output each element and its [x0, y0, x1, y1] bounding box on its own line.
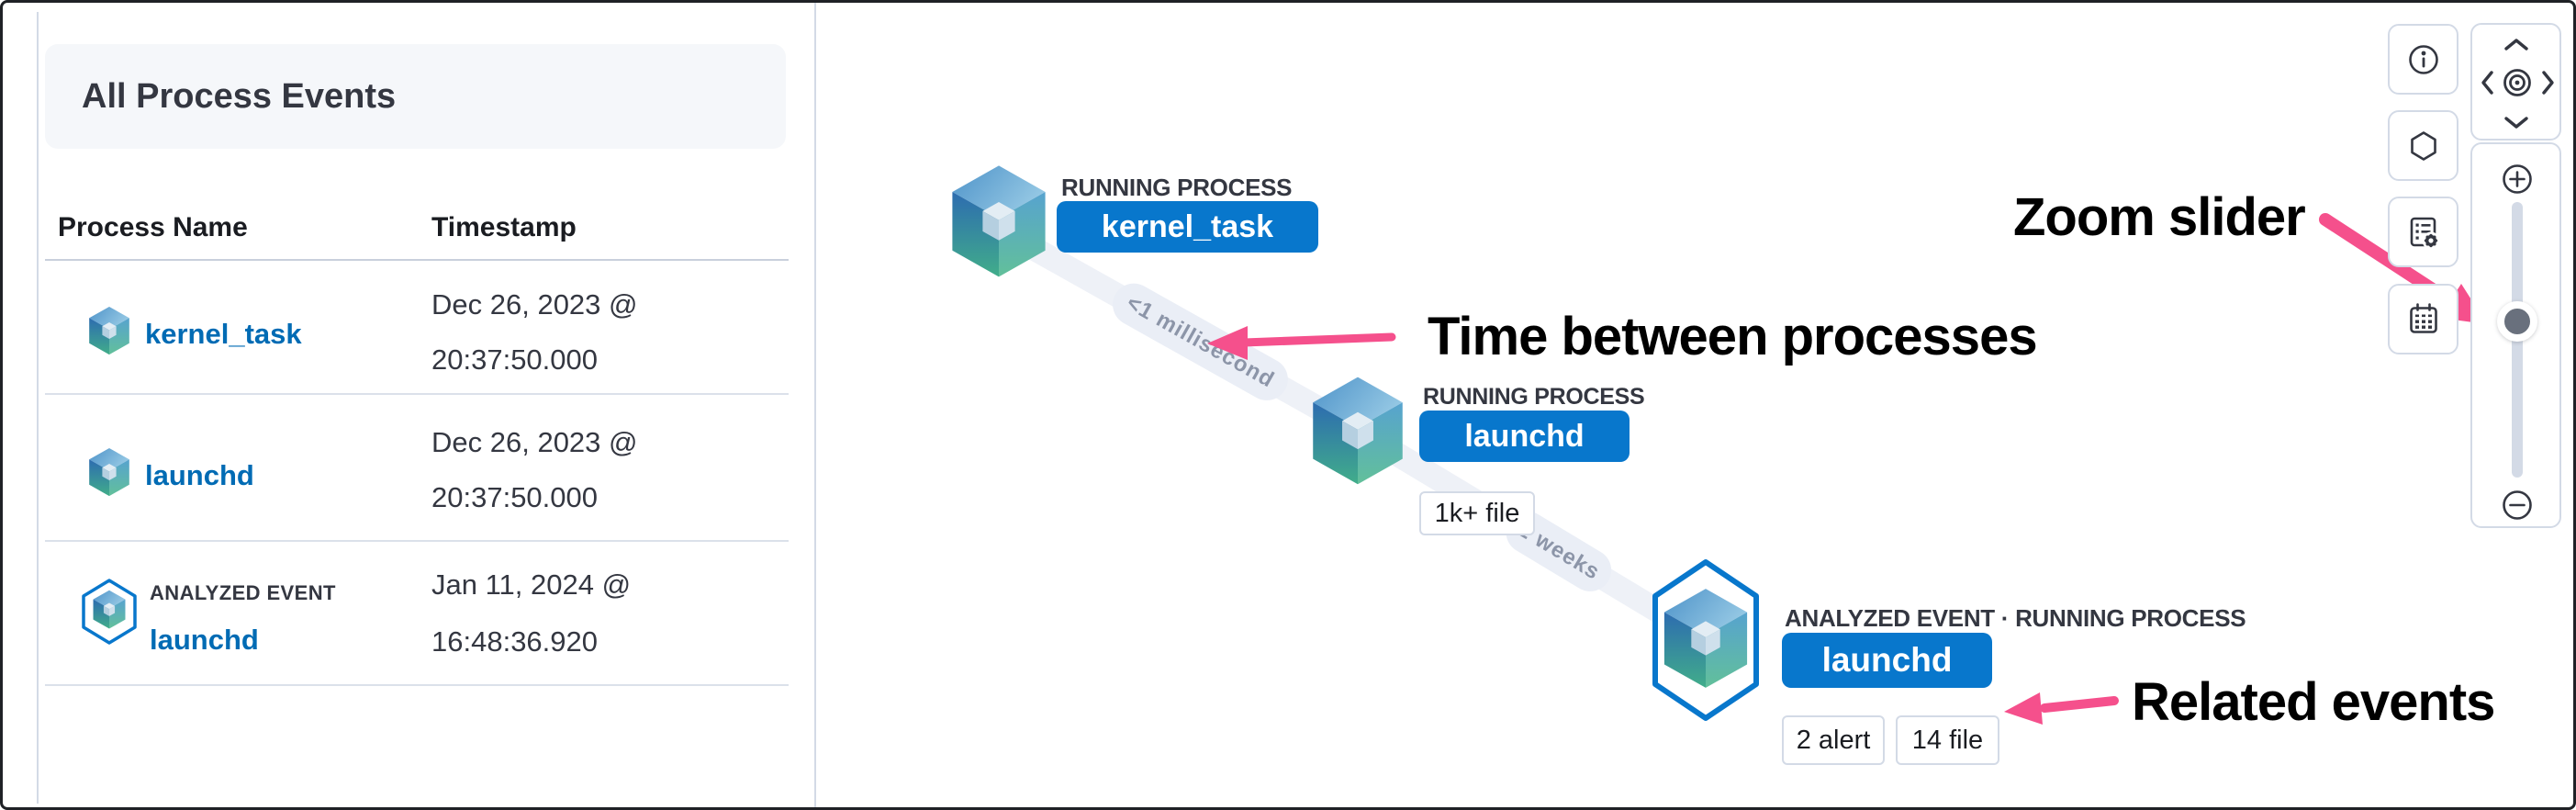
process-name-link[interactable]: launchd: [150, 624, 259, 656]
process-node-cube[interactable]: [1309, 375, 1406, 489]
process-name-badge-label: kernel_task: [1101, 208, 1274, 244]
table-row[interactable]: ANALYZED EVENT launchd Jan 11, 2024 @ 16…: [45, 540, 789, 684]
column-header-process-name[interactable]: Process Name: [58, 212, 248, 242]
table-row[interactable]: launchd Dec 26, 2023 @ 20:37:50.000: [45, 393, 789, 540]
nodes-legend-button[interactable]: [2388, 110, 2458, 181]
timestamp-line2: 20:37:50.000: [431, 343, 599, 376]
timestamp-line1: Jan 11, 2024 @: [431, 568, 632, 601]
annotation-zoom-slider: Zoom slider: [2013, 187, 2306, 247]
chevron-left-icon[interactable]: [2481, 69, 2495, 96]
row-divider: [45, 393, 789, 395]
annotation-related-events: Related events: [2132, 672, 2495, 732]
edge-duration-label: <1 millisecond: [1122, 290, 1279, 393]
process-name-badge[interactable]: launchd: [1419, 411, 1630, 462]
events-panel-header: All Process Events: [45, 44, 786, 149]
zoom-out-icon[interactable]: [2501, 489, 2534, 522]
left-panel-border: [37, 12, 39, 804]
edge-duration-pill[interactable]: <1 millisecond: [1104, 276, 1296, 409]
chevron-up-icon[interactable]: [2503, 38, 2530, 52]
calendar-icon: [2409, 302, 2437, 333]
node-info-button[interactable]: [2388, 24, 2458, 95]
annotation-time-between: Time between processes: [1428, 307, 2038, 366]
related-events-pill-label: 14 file: [1911, 725, 1984, 755]
panel-divider[interactable]: [814, 3, 816, 807]
process-name-badge[interactable]: kernel_task: [1057, 201, 1318, 253]
schema-settings-icon: [2410, 217, 2439, 249]
row-divider: [45, 540, 789, 542]
table-header-underline: [45, 259, 789, 261]
hexagon-icon: [2410, 130, 2436, 161]
timestamp-line1: Dec 26, 2023 @: [431, 288, 638, 321]
node-type-label: RUNNING PROCESS: [1061, 174, 1293, 201]
related-events-pill-label: 1k+ file: [1434, 498, 1520, 528]
chevron-down-icon[interactable]: [2503, 115, 2530, 129]
date-range-button[interactable]: [2388, 284, 2458, 354]
analyzed-event-hexagon-cube-icon: [82, 579, 137, 645]
process-name-badge-label: launchd: [1464, 418, 1585, 454]
process-node-cube[interactable]: [948, 163, 1049, 281]
process-name-badge-label: launchd: [1821, 641, 1953, 679]
related-events-pill[interactable]: 2 alert: [1782, 715, 1885, 765]
analyzed-event-label: ANALYZED EVENT: [150, 581, 336, 604]
events-panel-title: All Process Events: [82, 76, 397, 116]
process-name-badge[interactable]: launchd: [1782, 633, 1992, 688]
node-type-label: ANALYZED EVENT · RUNNING PROCESS: [1785, 604, 2246, 632]
process-cube-icon: [89, 306, 129, 355]
column-header-timestamp[interactable]: Timestamp: [431, 212, 577, 242]
related-events-pill-label: 2 alert: [1796, 725, 1871, 755]
zoom-panel: [2470, 142, 2561, 528]
process-node-cube[interactable]: [1661, 587, 1751, 692]
timestamp-line2: 20:37:50.000: [431, 481, 599, 513]
zoom-slider-knob[interactable]: [2497, 301, 2537, 342]
center-target-icon[interactable]: [2501, 66, 2534, 99]
row-divider: [45, 684, 789, 686]
chevron-right-icon[interactable]: [2540, 69, 2555, 96]
process-name-link[interactable]: kernel_task: [145, 318, 302, 350]
process-cube-icon: [89, 447, 129, 497]
timestamp-line1: Dec 26, 2023 @: [431, 426, 638, 458]
schema-settings-button[interactable]: [2388, 197, 2458, 267]
table-row[interactable]: kernel_task Dec 26, 2023 @ 20:37:50.000: [45, 259, 789, 393]
process-name-link[interactable]: launchd: [145, 459, 254, 491]
zoom-in-icon[interactable]: [2501, 163, 2534, 196]
related-events-pill[interactable]: 1k+ file: [1419, 491, 1535, 535]
node-type-label: RUNNING PROCESS: [1423, 384, 1645, 410]
info-icon: [2408, 44, 2438, 74]
related-events-pill[interactable]: 14 file: [1896, 715, 1999, 765]
timestamp-line2: 16:48:36.920: [431, 625, 599, 658]
graph-pan-pad: [2470, 23, 2561, 141]
